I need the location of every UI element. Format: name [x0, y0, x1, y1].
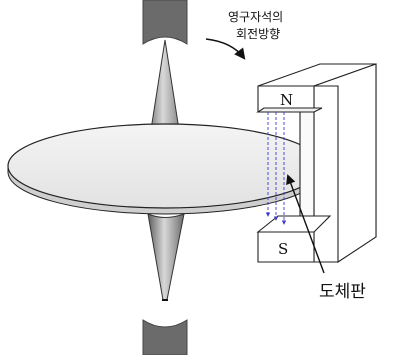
rotation-direction-label-line1: 영구자석의: [228, 10, 283, 24]
magnetic-flux-lines: [265, 112, 287, 225]
rotation-direction-label-line2: 회전방향: [236, 27, 280, 41]
lower-spindle-cone: [147, 213, 185, 301]
bottom-bearing-holder: [142, 319, 188, 355]
permanent-magnet: [256, 63, 377, 263]
conductor-disc: [7, 123, 323, 215]
north-pole-label: N: [280, 91, 293, 109]
conductor-plate-pointer-arrow: [286, 174, 325, 274]
conductor-plate-label: 도체판: [319, 282, 366, 302]
south-pole-label: S: [278, 240, 288, 258]
rotation-direction-arrow: [205, 38, 246, 60]
top-bearing-holder: [142, 0, 188, 45]
